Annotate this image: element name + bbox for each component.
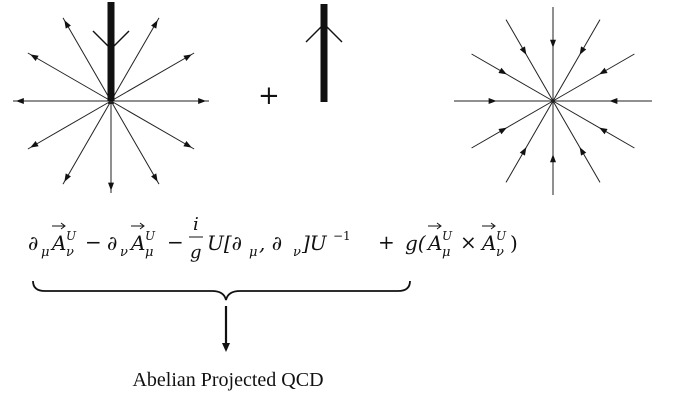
formula-commutator-mid: , ∂ <box>259 231 282 255</box>
formula-commutator-sub-2: ν <box>293 245 301 260</box>
vector-arrow-2 <box>131 222 145 230</box>
sink-field-arrowhead <box>498 127 507 135</box>
source-field-ray <box>27 52 112 102</box>
source-field-arrowhead <box>183 141 192 148</box>
sink-field-ray <box>552 53 635 102</box>
dirac-string-source-arrow-left <box>92 30 111 49</box>
formula-plus: + <box>378 230 395 254</box>
formula-partial-2: ∂ <box>107 231 117 255</box>
underbrace <box>32 280 411 301</box>
sink-field-arrowhead <box>599 127 608 135</box>
formula-partial-2-sub: ν <box>120 245 128 260</box>
formula-cross-A1-sup: U <box>442 229 453 243</box>
vector-arrow-4 <box>482 222 496 230</box>
formula-commutator-exponent: −1 <box>333 229 351 243</box>
dirac-string-source-arrow-right <box>111 30 130 49</box>
source-field-arrowhead <box>64 20 71 29</box>
formula-times: × <box>460 230 477 254</box>
formula-coupling: g( <box>405 231 427 255</box>
source-field-arrowhead <box>108 182 114 191</box>
sink-field-arrowhead <box>519 147 527 156</box>
formula-partial-1: ∂ <box>28 231 38 255</box>
source-monopole <box>13 2 209 193</box>
vector-arrow-1 <box>52 222 66 230</box>
sink-field-arrowhead <box>579 46 587 55</box>
source-field-arrowhead <box>64 173 71 182</box>
source-field-ray <box>62 100 112 185</box>
formula-A-2-sup: U <box>145 229 156 243</box>
sink-monopole <box>454 7 652 195</box>
formula-A-2-sub: μ <box>145 245 153 260</box>
sink-field-ray <box>552 100 601 183</box>
sink-field-arrowhead <box>519 46 527 55</box>
formula-partial-1-sub: μ <box>41 245 49 260</box>
formula-cross-A2: A <box>480 231 496 255</box>
dirac-string-standalone <box>305 4 343 102</box>
source-field-arrowhead <box>151 173 158 182</box>
formula: ∂ μ A U ν − ∂ ν A U μ − i g U[∂ μ , ∂ ν … <box>28 214 518 263</box>
source-field-arrowhead <box>30 141 39 148</box>
formula-A-1-sub: ν <box>66 245 74 260</box>
formula-frac-denominator: g <box>190 242 202 263</box>
formula-A-1-sup: U <box>66 229 77 243</box>
source-field-ray <box>27 100 112 150</box>
sink-field-arrowhead <box>498 67 507 75</box>
source-field-arrowhead <box>15 98 24 104</box>
formula-frac-numerator: i <box>193 214 199 235</box>
formula-commutator-sub-1: μ <box>249 245 257 260</box>
sink-field-arrowhead <box>488 98 497 104</box>
source-field-arrowhead <box>183 54 192 61</box>
formula-commutator-open: U[∂ <box>207 231 242 255</box>
source-field-ray <box>110 100 195 150</box>
formula-cross-A2-sub: ν <box>496 245 504 260</box>
plus-sign-top: + <box>258 81 280 111</box>
formula-commutator-close: ]U <box>301 231 328 255</box>
down-arrow-head <box>222 343 230 352</box>
formula-minus-2: − <box>167 230 184 254</box>
dirac-string-arrow-right <box>324 24 343 43</box>
dirac-string-arrow-left <box>305 24 324 43</box>
formula-close-paren: ) <box>510 231 518 255</box>
source-field-arrowhead <box>151 20 158 29</box>
source-field-ray <box>110 17 160 102</box>
vector-arrow-3 <box>428 222 442 230</box>
sink-field-arrowhead <box>599 67 608 75</box>
formula-cross-A2-sup: U <box>496 229 507 243</box>
sink-field-ray <box>505 19 554 102</box>
formula-A-1: A <box>50 231 66 255</box>
source-field-arrowhead <box>198 98 207 104</box>
source-field-arrowhead <box>30 54 39 61</box>
sink-field-ray <box>552 100 635 149</box>
formula-cross-A1-sub: μ <box>442 245 450 260</box>
sink-field-ray <box>505 100 554 183</box>
caption-abelian-projected-qcd: Abelian Projected QCD <box>132 369 323 391</box>
sink-field-arrowhead <box>550 39 556 48</box>
sink-field-ray <box>471 53 554 102</box>
source-field-ray <box>110 100 160 185</box>
source-field-ray <box>110 52 195 102</box>
sink-field-arrowhead <box>609 98 618 104</box>
sink-field-ray <box>471 100 554 149</box>
sink-field-ray <box>552 19 601 102</box>
formula-minus-1: − <box>85 230 102 254</box>
sink-field-arrowhead <box>579 147 587 156</box>
source-field-ray <box>62 17 112 102</box>
formula-A-2: A <box>129 231 145 255</box>
sink-field-arrowhead <box>550 154 556 163</box>
formula-cross-A1: A <box>426 231 442 255</box>
